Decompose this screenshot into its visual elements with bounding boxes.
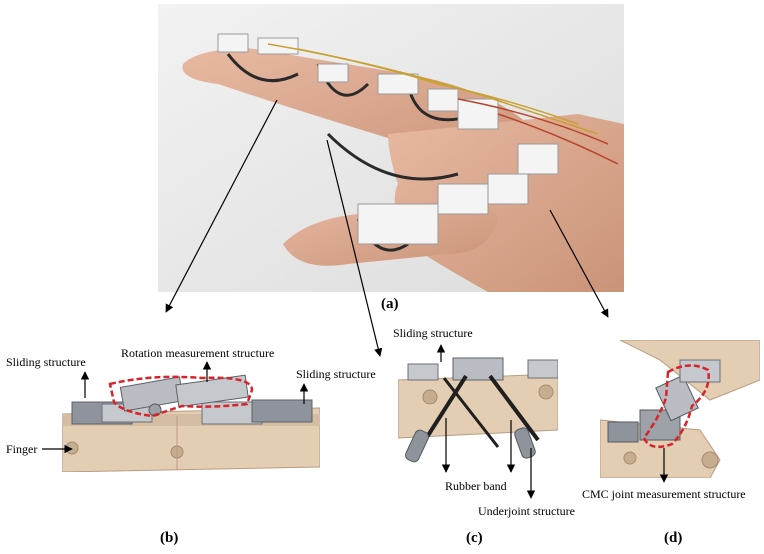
label-rubber-band: Rubber band [445, 479, 507, 493]
model-panel-d [600, 340, 760, 478]
label-cmc-joint-measurement-structure: CMC joint measurement structure [582, 487, 746, 501]
caption-d: (d) [664, 530, 683, 546]
caption-a: (a) [381, 296, 399, 312]
model-panel-c [398, 352, 558, 464]
label-sliding-structure-right: Sliding structure [296, 367, 376, 381]
photo-panel-a [158, 4, 624, 292]
caption-b: (b) [160, 530, 179, 546]
label-rotation-measurement-structure: Rotation measurement structure [121, 346, 275, 360]
finger-model-b [62, 372, 320, 472]
label-sliding-structure-c: Sliding structure [393, 326, 473, 340]
caption-c: (c) [466, 530, 483, 546]
label-sliding-structure-left: Sliding structure [6, 355, 86, 369]
label-finger: Finger [6, 442, 38, 456]
model-panel-b [62, 372, 320, 472]
cmc-model-d [600, 340, 760, 478]
hand-photo [158, 4, 624, 292]
underjoint-model-c [398, 352, 558, 464]
label-underjoint-structure: Underjoint structure [478, 504, 575, 518]
